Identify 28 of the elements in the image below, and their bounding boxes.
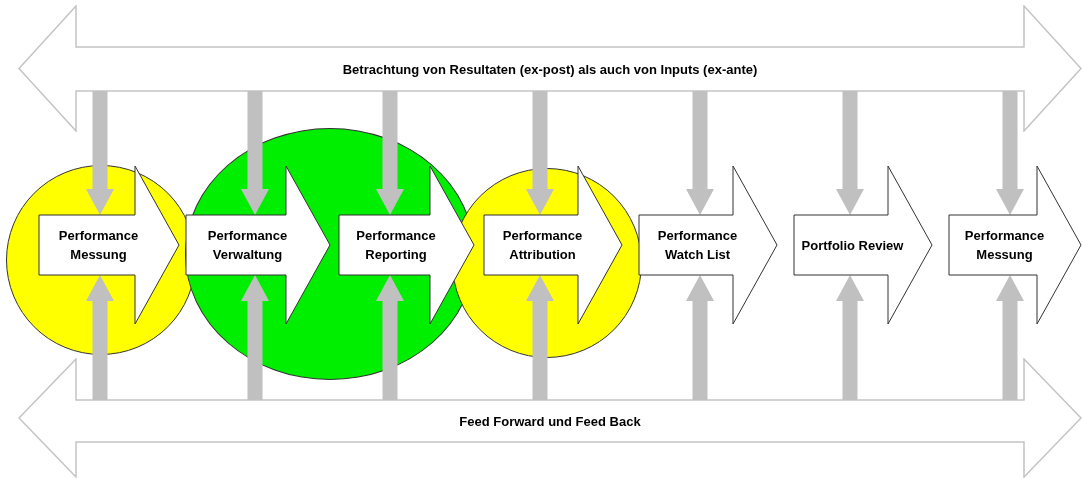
process-step-shape: [483, 165, 623, 325]
step-label: Performance Messung: [963, 227, 1046, 264]
arrow: [836, 275, 864, 400]
arrow: [241, 91, 269, 215]
step-label: Portfolio Review: [800, 236, 905, 255]
step-label: Performance Watch List: [656, 227, 739, 264]
arrow: [376, 275, 404, 400]
double-arrow-band: [18, 5, 1082, 132]
band-label: Feed Forward und Feed Back: [458, 412, 642, 431]
double-arrow-band: [18, 358, 1082, 478]
arrow: [836, 91, 864, 215]
process-step-shape: [948, 165, 1082, 325]
arrow: [996, 91, 1024, 215]
band-label: Betrachtung von Resultaten (ex-post) als auch von Inputs (ex-ante): [341, 60, 759, 79]
step-label: Performance Attribution: [501, 227, 584, 264]
step-label: Performance Messung: [57, 227, 140, 264]
arrow: [996, 275, 1024, 400]
process-step-shape: [793, 165, 933, 325]
arrow: [86, 91, 114, 215]
process-step-shape: [638, 165, 778, 325]
process-step-shape: [38, 165, 180, 325]
step-label: Performance Reporting: [355, 227, 437, 264]
arrow: [526, 91, 554, 215]
arrow: [686, 275, 714, 400]
step-label: Performance Verwaltung: [206, 227, 289, 264]
arrow: [686, 91, 714, 215]
process-step-shape: [338, 165, 475, 325]
process-step-shape: [185, 165, 331, 325]
